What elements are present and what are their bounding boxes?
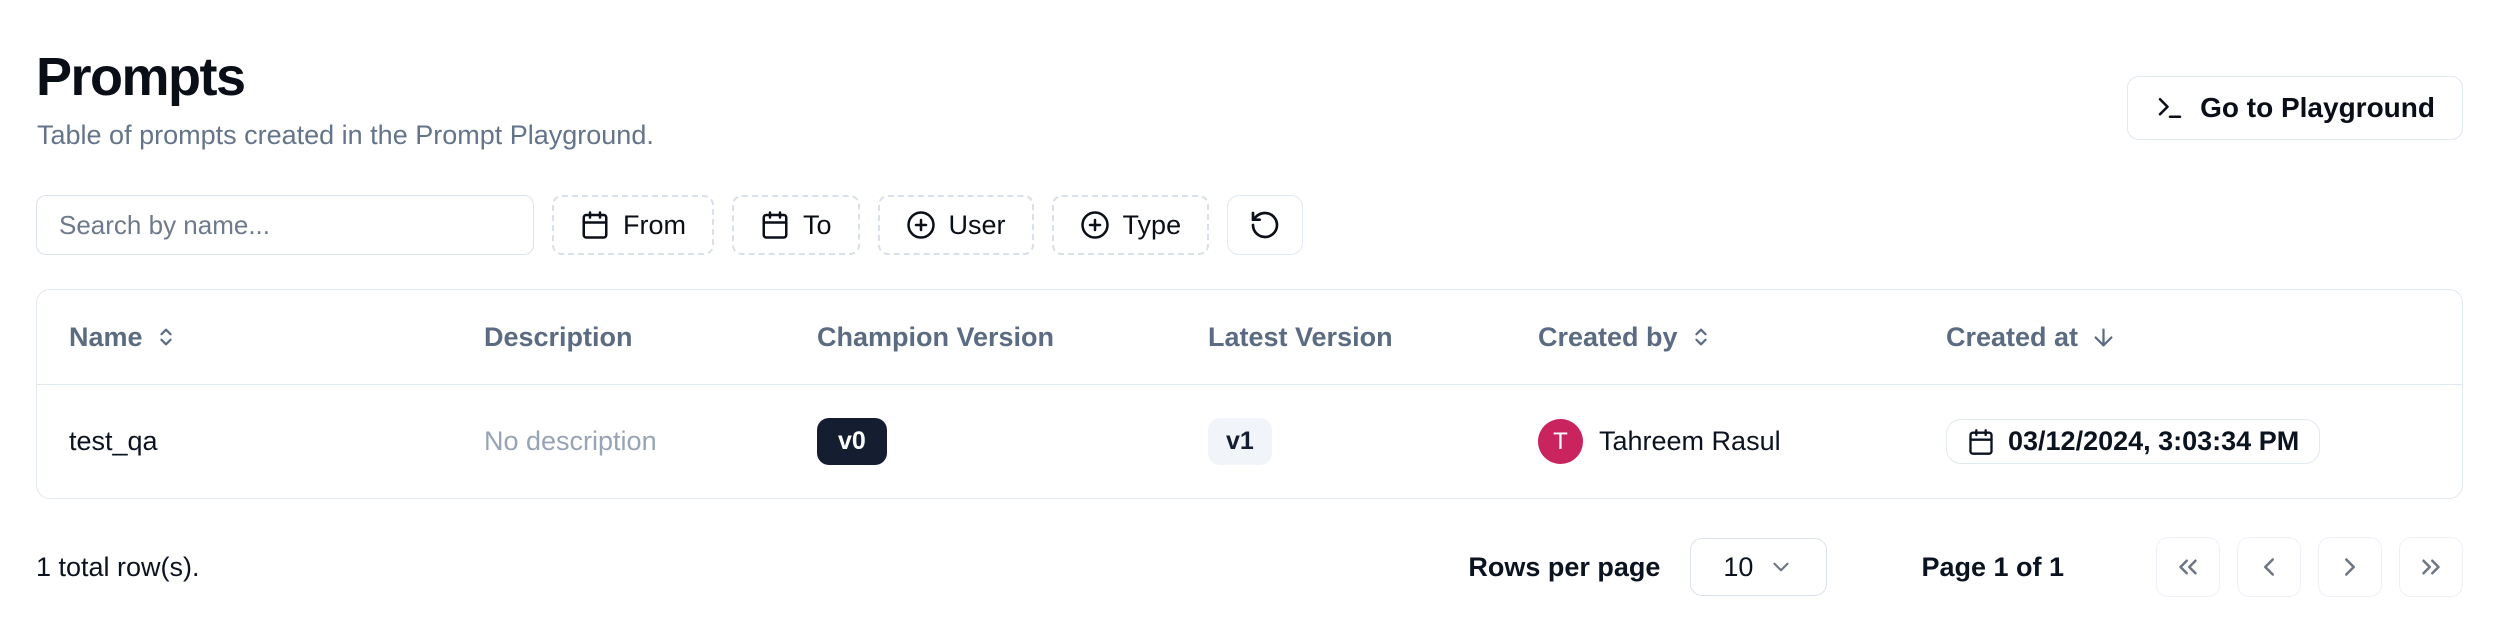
column-header-created-by[interactable]: Created by <box>1538 322 1946 353</box>
search-input[interactable] <box>36 195 534 256</box>
filter-to-label: To <box>803 209 832 240</box>
avatar: T <box>1538 419 1583 465</box>
filter-to-button[interactable]: To <box>732 195 860 256</box>
pager <box>2156 537 2463 598</box>
circle-plus-icon <box>1080 210 1110 240</box>
latest-version-badge: v1 <box>1208 418 1272 466</box>
created-at-cell: 03/12/2024, 3:03:34 PM <box>1946 419 2430 465</box>
reset-filters-button[interactable] <box>1227 195 1304 256</box>
last-page-button[interactable] <box>2399 537 2463 598</box>
chevrons-up-down-icon <box>155 326 177 348</box>
column-header-latest-version: Latest Version <box>1208 322 1538 353</box>
table-footer: 1 total row(s). Rows per page 10 Page 1 … <box>36 537 2463 598</box>
calendar-icon <box>1967 428 1995 456</box>
rows-per-page-label: Rows per page <box>1468 551 1661 582</box>
chevrons-up-down-icon <box>1690 326 1712 348</box>
rows-per-page-select[interactable]: 10 <box>1690 538 1828 597</box>
column-label: Created at <box>1946 321 2079 352</box>
rotate-ccw-icon <box>1249 209 1281 241</box>
filter-from-button[interactable]: From <box>552 195 714 256</box>
prompt-name: test_qa <box>69 426 158 457</box>
page-info: Page 1 of 1 <box>1921 551 2064 582</box>
go-to-playground-label: Go to Playground <box>2200 92 2435 123</box>
page-title: Prompts <box>36 47 246 107</box>
total-rows-label: 1 total row(s). <box>36 551 200 582</box>
table-row[interactable]: test_qa No description v0 v1 T Tahreem R… <box>37 385 2462 498</box>
created-by-cell: T Tahreem Rasul <box>1538 419 1946 465</box>
latest-version-cell: v1 <box>1208 418 1538 466</box>
column-header-description: Description <box>484 322 817 353</box>
filter-from-label: From <box>623 209 686 240</box>
filter-type-button[interactable]: Type <box>1051 195 1210 256</box>
filter-user-label: User <box>948 209 1006 240</box>
created-by-name: Tahreem Rasul <box>1599 426 1781 457</box>
terminal-icon <box>2155 93 2185 123</box>
filter-user-button[interactable]: User <box>877 195 1034 256</box>
column-label: Description <box>484 321 633 352</box>
column-header-created-at[interactable]: Created at <box>1946 322 2430 353</box>
chevron-down-icon <box>1768 554 1794 580</box>
column-label: Created by <box>1538 321 1678 352</box>
chevrons-right-icon <box>2416 552 2446 582</box>
previous-page-button[interactable] <box>2237 537 2301 598</box>
column-label: Champion Version <box>817 321 1055 352</box>
filter-type-label: Type <box>1122 209 1182 240</box>
circle-plus-icon <box>906 210 936 240</box>
page-subtitle: Table of prompts created in the Prompt P… <box>37 120 654 151</box>
next-page-button[interactable] <box>2318 537 2382 598</box>
chevrons-left-icon <box>2173 552 2203 582</box>
table-header-row: Name Description Champion Version Latest… <box>37 290 2462 386</box>
arrow-down-icon <box>2090 324 2117 351</box>
column-header-champion-version: Champion Version <box>817 322 1208 353</box>
created-at-chip: 03/12/2024, 3:03:34 PM <box>1946 419 2321 465</box>
column-header-name[interactable]: Name <box>69 322 484 353</box>
prompts-table: Name Description Champion Version Latest… <box>36 289 2463 500</box>
created-at-value: 03/12/2024, 3:03:34 PM <box>2008 426 2300 457</box>
first-page-button[interactable] <box>2156 537 2220 598</box>
champion-version-cell: v0 <box>817 418 1208 466</box>
filter-bar: From To User Type <box>36 195 2463 256</box>
column-label: Name <box>69 321 143 352</box>
heading-block: Prompts Table of prompts created in the … <box>36 46 654 151</box>
champion-version-badge: v0 <box>817 418 887 466</box>
page-header: Prompts Table of prompts created in the … <box>36 46 2463 151</box>
chevron-right-icon <box>2335 552 2365 582</box>
rows-per-page-value: 10 <box>1723 551 1754 582</box>
chevron-left-icon <box>2254 552 2284 582</box>
go-to-playground-button[interactable]: Go to Playground <box>2127 76 2463 140</box>
calendar-icon <box>760 210 790 240</box>
pagination-controls: Rows per page 10 Page 1 of 1 <box>1468 537 2463 598</box>
calendar-icon <box>580 210 610 240</box>
column-label: Latest Version <box>1208 321 1393 352</box>
prompt-description: No description <box>484 426 657 457</box>
